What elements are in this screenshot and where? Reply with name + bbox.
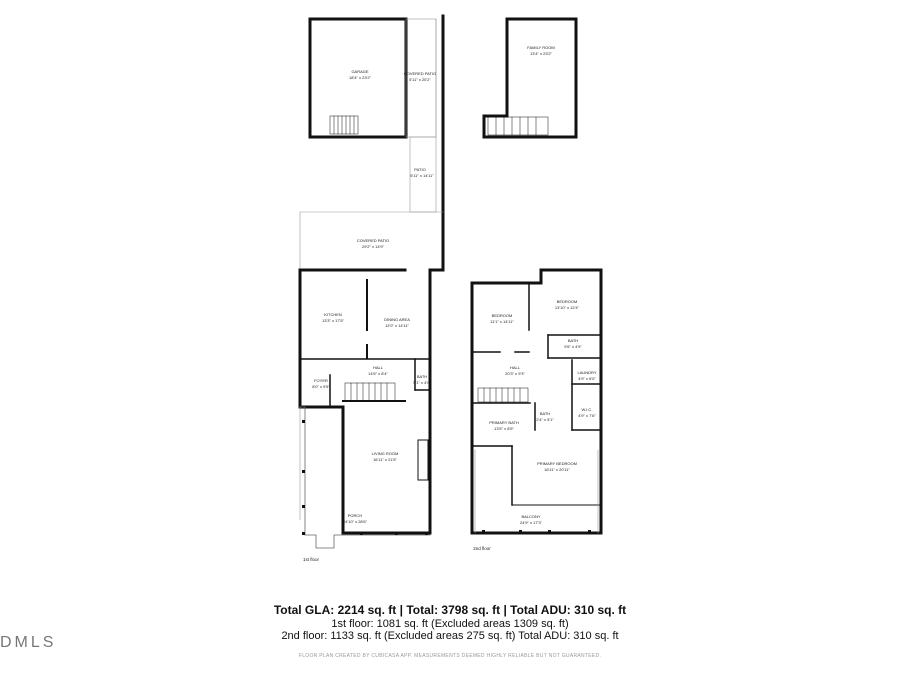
balcony-label: BALCONY (521, 514, 540, 519)
garage-dims: 18'4" x 23'2" (349, 75, 372, 80)
family-room (482, 17, 578, 139)
summary-second-floor: 2nd floor: 1133 sq. ft (Excluded areas 2… (281, 630, 619, 642)
family-room-dims: 13'4" x 23'2" (530, 51, 553, 56)
foyer-dims: 8'0" x 9'5" (312, 384, 330, 389)
living-dims: 16'11" x 21'5" (373, 457, 397, 462)
patio-dims: 5'11" x 14'11" (410, 173, 434, 178)
hall-label: HALL (373, 365, 384, 370)
wic-label: W.I.C. (582, 407, 593, 412)
primary-bedroom-label: PRIMARY BEDROOM (537, 461, 577, 466)
dining-label: DINING AREA (384, 317, 410, 322)
porch-dims: 24'10" x 28'6" (343, 519, 368, 524)
room-labels: GARAGE 18'4" x 23'2" COVERED PATIO 5'11"… (303, 45, 597, 562)
hall-dims: 14'6" x 8'4" (368, 371, 388, 376)
bedroom1-dims: 11'1" x 14'11" (490, 319, 514, 324)
summary-first-floor: 1st floor: 1081 sq. ft (Excluded areas 1… (331, 618, 569, 630)
covered-patio-dims: 29'2" x 14'9" (362, 244, 385, 249)
primary-bath-label: PRIMARY BATH (489, 420, 519, 425)
first-floor-plan (298, 211, 445, 549)
living-label: LIVING ROOM (372, 451, 399, 456)
side-covered-patio-label: COVERED PATIO (404, 71, 436, 76)
bath2-dims: 9'6" x 4'9" (564, 344, 582, 349)
family-room-label: FAMILY ROOM (527, 45, 554, 50)
bath-small-dims: 2'4" x 5'1" (536, 417, 554, 422)
garage-label: GARAGE (351, 69, 368, 74)
bath-label: BATH (417, 374, 427, 379)
primary-bedroom-dims: 16'11" x 20'11" (544, 467, 570, 472)
disclaimer: FLOOR PLAN CREATED BY CUBICASA APP. MEAS… (298, 653, 602, 659)
wic-dims: 4'9" x 7'6" (578, 413, 596, 418)
patio-label: PATIO (414, 167, 425, 172)
second-floor-label: 2nd floor (473, 546, 491, 551)
kitchen-dims: 13'3" x 17'5" (322, 318, 345, 323)
first-floor-label: 1st floor (303, 557, 320, 562)
bedroom1-label: BEDROOM (492, 313, 513, 318)
side-covered-patio-dims: 5'11" x 20'2" (409, 77, 431, 82)
bedroom2-dims: 13'10" x 12'4" (555, 305, 580, 310)
bath2-label: BATH (568, 338, 578, 343)
brand-logo: DMLS (0, 634, 57, 651)
hall2-label: HALL (510, 365, 521, 370)
dining-dims: 12'0" x 14'11" (385, 323, 409, 328)
bedroom2-label: BEDROOM (557, 299, 578, 304)
covered-patio-label: COVERED PATIO (357, 238, 389, 243)
second-floor-plan (470, 268, 603, 535)
bath-dims: 5'1" x 4'9" (413, 380, 431, 385)
laundry-label: LAUNDRY (577, 370, 596, 375)
hall2-dims: 20'3" x 9'3" (505, 371, 525, 376)
primary-bath-dims: 13'5" x 8'5" (494, 426, 514, 431)
kitchen-label: KITCHEN (324, 312, 342, 317)
laundry-dims: 4'9" x 6'0" (578, 376, 596, 381)
foyer-label: FOYER (314, 378, 328, 383)
bath-small-label: BATH (540, 411, 550, 416)
summary-total: Total GLA: 2214 sq. ft | Total: 3798 sq.… (273, 603, 627, 617)
balcony-dims: 24'9" x 17'3" (520, 520, 543, 525)
porch-label: PORCH (348, 513, 363, 518)
